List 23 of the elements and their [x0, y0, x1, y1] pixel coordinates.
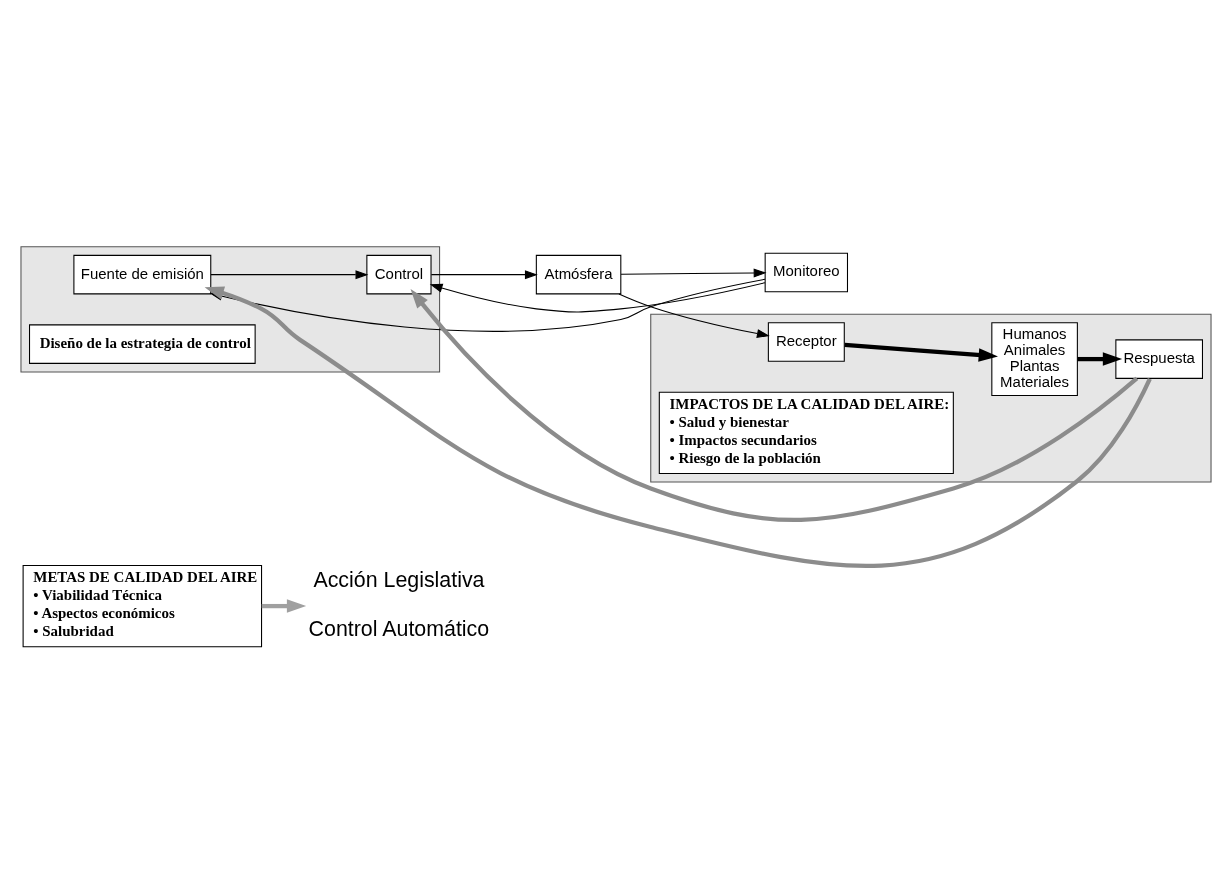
arrow — [620, 268, 767, 277]
arrow — [210, 269, 369, 279]
node-box: IMPACTOS DE LA CALIDAD DEL AIRE: • Salud y bienestar • Impactos secundarios • Riesgo de la población — [658, 391, 954, 474]
node-box: Atmósfera — [535, 254, 622, 294]
cluster — [650, 313, 1212, 483]
arrow — [1077, 351, 1123, 366]
arrow — [410, 288, 1139, 522]
node-box: Monitoreo — [764, 252, 849, 292]
node-box: Control — [366, 254, 432, 294]
node-text: Acción Legislativa Control Automático — [308, 567, 490, 641]
arrow — [430, 269, 538, 279]
arrow — [844, 342, 998, 362]
arrow — [429, 281, 766, 312]
arrow — [204, 286, 1152, 568]
node-box: METAS DE CALIDAD DEL AIRE • Viabilidad Técnica • Aspectos económicos • Salubridad — [22, 564, 263, 647]
node-box: Fuente de emisión — [73, 254, 212, 294]
cluster — [20, 245, 441, 372]
node-box: Respuesta — [1115, 338, 1203, 379]
arrow — [618, 293, 770, 338]
arrow — [261, 598, 307, 613]
node-box: Humanos Animales Plantas Materiales — [991, 321, 1078, 396]
node-box: Receptor — [767, 321, 845, 362]
node-box: Diseño de la estrategia de control — [29, 323, 256, 364]
